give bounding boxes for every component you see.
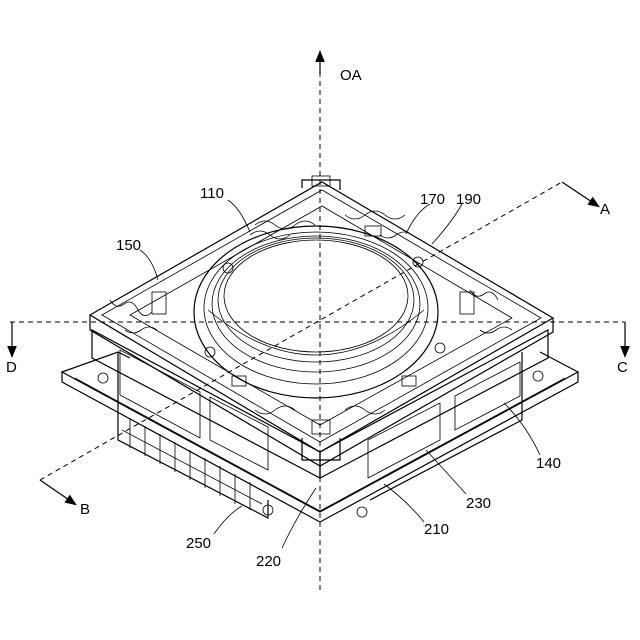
- label-170: 170: [420, 191, 445, 208]
- label-d: D: [6, 359, 17, 376]
- label-230: 230: [466, 495, 491, 512]
- label-150: 150: [116, 237, 141, 254]
- label-110: 110: [200, 185, 224, 202]
- label-b: B: [80, 501, 90, 518]
- label-140: 140: [536, 455, 561, 472]
- label-a: A: [600, 201, 610, 218]
- label-c: C: [617, 359, 628, 376]
- label-220: 220: [256, 553, 281, 570]
- label-210: 210: [424, 521, 449, 538]
- label-190: 190: [456, 191, 481, 208]
- lens-bore: [194, 226, 438, 398]
- label-250: 250: [186, 535, 211, 552]
- label-oa: OA: [340, 67, 362, 84]
